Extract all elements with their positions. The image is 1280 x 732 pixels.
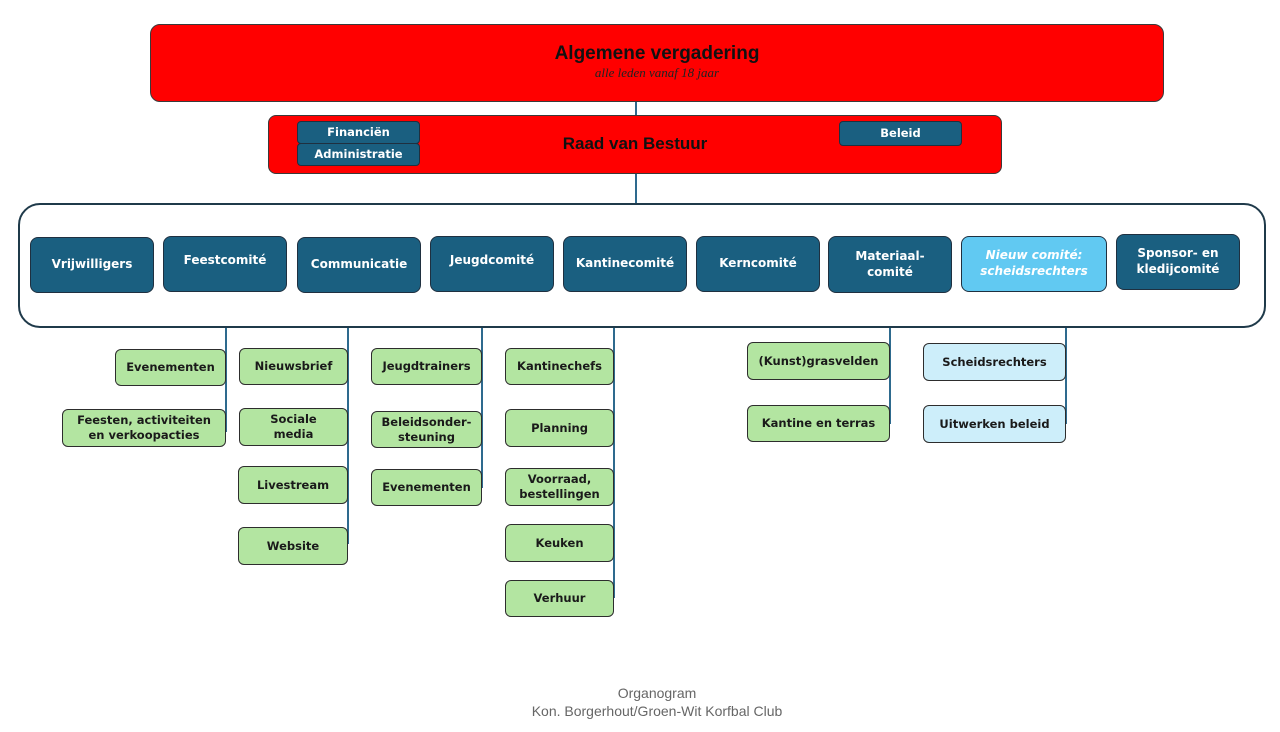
footer-line1: Organogram [617,685,697,701]
child-jeugdtrainers[interactable]: Jeugdtrainers [371,348,482,385]
committee-scheidsrechters-label: Nieuw comité: scheidsrechters [980,248,1088,278]
child-keuken[interactable]: Keuken [505,524,614,562]
connector-jeugdcomite [481,292,483,488]
child-nieuwsbrief[interactable]: Nieuwsbrief [239,348,348,385]
child-evenementen-feest[interactable]: Evenementen [115,349,226,386]
general-assembly-subtitle: alle leden vanaf 18 jaar [594,65,720,80]
committee-communicatie[interactable]: Communicatie [297,237,421,293]
committee-kantinecomite[interactable]: Kantinecomité [563,236,687,292]
child-beleidsondersteuning-label: Beleidsonder-steuning [381,414,472,444]
committee-feestcomite[interactable]: Feestcomité [163,236,287,292]
general-assembly-title: Algemene vergadering [554,43,760,64]
committee-sponsor-label: Sponsor- en kledijcomité [1136,246,1220,276]
child-kantine-terras[interactable]: Kantine en terras [747,405,890,442]
child-kantinechefs[interactable]: Kantinechefs [505,348,614,385]
child-feesten[interactable]: Feesten, activiteiten en verkoopacties [62,409,226,447]
child-verhuur[interactable]: Verhuur [505,580,614,617]
child-evenementen-jeugd[interactable]: Evenementen [371,469,482,506]
child-website[interactable]: Website [238,527,348,565]
board-title: Raad van Bestuur [562,134,708,153]
child-voorraad-label: Voorraad, bestellingen [519,472,600,501]
board-item-financien[interactable]: Financiën [297,121,420,144]
connector-top-board [635,101,637,116]
child-sociale-media[interactable]: Sociale media [239,408,348,446]
committee-scheidsrechters[interactable]: Nieuw comité: scheidsrechters [961,236,1107,292]
footer-line2: Kon. Borgerhout/Groen-Wit Korfbal Club [531,703,783,720]
general-assembly-box[interactable]: Algemene vergadering alle leden vanaf 18… [150,24,1164,102]
committee-jeugdcomite[interactable]: Jeugdcomité [430,236,554,292]
child-beleidsondersteuning[interactable]: Beleidsonder-steuning [371,411,482,448]
child-sociale-media-label: Sociale media [270,412,317,441]
child-scheidsrechters[interactable]: Scheidsrechters [923,343,1066,381]
child-voorraad[interactable]: Voorraad, bestellingen [505,468,614,506]
child-livestream[interactable]: Livestream [238,466,348,504]
board-item-beleid[interactable]: Beleid [839,121,962,146]
board-item-administratie[interactable]: Administratie [297,143,420,166]
connector-kantinecomite [613,292,615,598]
footer-caption: Organogram Kon. Borgerhout/Groen-Wit Kor… [400,684,914,720]
connector-board-committees [635,173,637,204]
committee-vrijwilligers[interactable]: Vrijwilligers [30,237,154,293]
committee-materiaalcomite-label: Materiaal-comité [855,248,925,279]
committee-materiaalcomite[interactable]: Materiaal-comité [828,236,952,293]
child-planning[interactable]: Planning [505,409,614,447]
child-feesten-label: Feesten, activiteiten en verkoopacties [77,413,211,442]
child-uitwerken-beleid[interactable]: Uitwerken beleid [923,405,1066,443]
committee-sponsor[interactable]: Sponsor- en kledijcomité [1116,234,1240,290]
committee-kerncomite[interactable]: Kerncomité [696,236,820,292]
child-kunstgrasvelden[interactable]: (Kunst)grasvelden [747,342,890,380]
